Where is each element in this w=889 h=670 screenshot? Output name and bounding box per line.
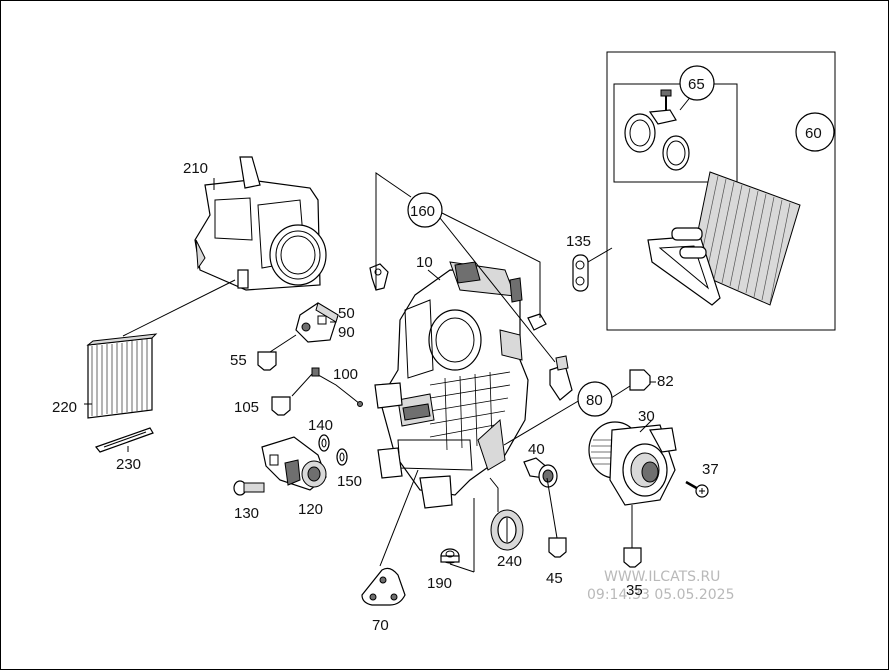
- part-label-30[interactable]: 30: [638, 408, 655, 425]
- triangle-plate-part[interactable]: [361, 567, 406, 606]
- part-label-40[interactable]: 40: [528, 441, 545, 458]
- part-label-140[interactable]: 140: [308, 417, 333, 434]
- connector-part-45[interactable]: [548, 537, 567, 558]
- part-label-10[interactable]: 10: [416, 254, 433, 271]
- part-label-90[interactable]: 90: [338, 324, 355, 341]
- part-label-60[interactable]: 60: [805, 125, 822, 142]
- part-label-240[interactable]: 240: [497, 553, 522, 570]
- part-label-65[interactable]: 65: [688, 76, 705, 93]
- part-label-210[interactable]: 210: [183, 160, 208, 177]
- connector-part-82[interactable]: [629, 369, 651, 391]
- heater-core-part[interactable]: [647, 171, 801, 306]
- part-label-82[interactable]: 82: [657, 373, 674, 390]
- part-label-80[interactable]: 80: [586, 392, 603, 409]
- part-label-100[interactable]: 100: [333, 366, 358, 383]
- seal-kit-group-box: [613, 83, 738, 183]
- clip-part-160-c[interactable]: [549, 355, 573, 401]
- part-label-37[interactable]: 37: [702, 461, 719, 478]
- sensor-part-40[interactable]: [523, 457, 558, 488]
- part-label-220[interactable]: 220: [52, 399, 77, 416]
- grommet-part-240[interactable]: [490, 509, 524, 551]
- heater-core-group-box: [606, 51, 836, 331]
- washer-part-140[interactable]: [318, 434, 330, 452]
- clip-part-160-b[interactable]: [527, 313, 547, 331]
- part-label-230[interactable]: 230: [116, 456, 141, 473]
- blower-regulator-part[interactable]: [261, 436, 327, 491]
- cabin-filter-part[interactable]: [86, 333, 158, 419]
- part-label-105[interactable]: 105: [234, 399, 259, 416]
- part-label-35[interactable]: 35: [626, 582, 643, 599]
- clip-part-160-a[interactable]: [369, 263, 389, 291]
- part-label-130[interactable]: 130: [234, 505, 259, 522]
- retaining-strip-part[interactable]: [95, 427, 154, 453]
- connector-part-105[interactable]: [271, 396, 291, 416]
- part-label-55[interactable]: 55: [230, 352, 247, 369]
- part-label-120[interactable]: 120: [298, 501, 323, 518]
- seal-kit-part[interactable]: [624, 89, 690, 171]
- air-distribution-housing-part[interactable]: [194, 156, 327, 291]
- screw-part-37[interactable]: [685, 480, 709, 498]
- part-label-160[interactable]: 160: [410, 203, 435, 220]
- part-label-45[interactable]: 45: [546, 570, 563, 587]
- washer-part-150[interactable]: [336, 448, 348, 466]
- watermark-site: WWW.ILCATS.RU: [604, 569, 720, 585]
- temperature-sensor-part[interactable]: [311, 367, 363, 407]
- part-label-190[interactable]: 190: [427, 575, 452, 592]
- watermark-timestamp: 09:14:33 05.05.2025: [587, 587, 735, 603]
- connector-part-55[interactable]: [257, 351, 277, 371]
- blower-motor-part[interactable]: [588, 421, 677, 506]
- part-label-135[interactable]: 135: [566, 233, 591, 250]
- connector-part-35[interactable]: [623, 547, 642, 568]
- screw-part-130[interactable]: [233, 480, 265, 496]
- plug-part-190[interactable]: [440, 548, 460, 564]
- seal-part-135[interactable]: [572, 254, 589, 292]
- leader-lines: [84, 89, 835, 573]
- part-label-70[interactable]: 70: [372, 617, 389, 634]
- callout-circles: [407, 65, 835, 417]
- part-label-50[interactable]: 50: [338, 305, 355, 322]
- part-label-150[interactable]: 150: [337, 473, 362, 490]
- hvac-housing-part[interactable]: [374, 261, 529, 509]
- actuator-motor-part[interactable]: [295, 302, 339, 343]
